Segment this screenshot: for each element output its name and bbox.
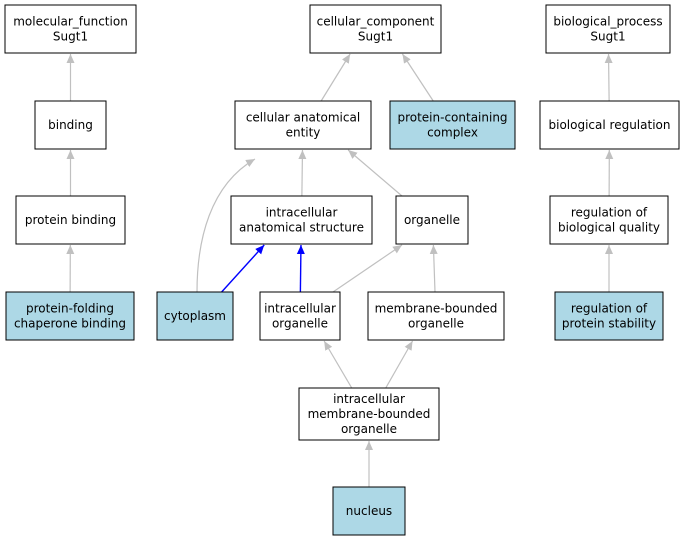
edge-bioreg-to-bp_root xyxy=(604,53,613,102)
node-label: cellular_component xyxy=(317,15,435,29)
node-label: cytoplasm xyxy=(164,309,226,323)
node-box xyxy=(5,291,135,341)
node-label: protein-folding xyxy=(26,302,114,316)
node-label: binding xyxy=(48,118,93,132)
node-box xyxy=(545,4,671,54)
node-box xyxy=(549,195,669,245)
node-label: protein binding xyxy=(25,213,116,227)
node-box xyxy=(298,387,440,441)
node-label: molecular_function xyxy=(13,15,128,29)
edge-cae-to-cc_root xyxy=(320,53,351,102)
node-bioreg[interactable]: biological regulation xyxy=(539,100,680,150)
node-organelle[interactable]: organelle xyxy=(395,195,469,245)
node-label: Sugt1 xyxy=(53,30,88,44)
node-cyto[interactable]: cytoplasm xyxy=(156,291,234,341)
node-label: regulation of xyxy=(571,302,648,316)
node-box xyxy=(234,100,372,150)
node-label: biological_process xyxy=(553,15,662,29)
edge-organelle-to-cae xyxy=(347,149,403,197)
node-label: membrane-bounded xyxy=(375,302,498,316)
edge-ias-to-cae xyxy=(298,149,307,197)
node-label: entity xyxy=(286,126,321,140)
edge-io-to-ias xyxy=(296,244,305,293)
node-nucleus[interactable]: nucleus xyxy=(332,486,406,536)
node-box xyxy=(554,291,664,341)
node-label: chaperone binding xyxy=(14,317,126,331)
node-box xyxy=(230,195,373,245)
node-label: anatomical structure xyxy=(239,221,364,235)
edge-mbo-to-organelle xyxy=(429,244,438,293)
edge-pcc-to-cc_root xyxy=(401,53,434,102)
node-label: organelle xyxy=(341,422,397,436)
node-label: biological regulation xyxy=(549,118,671,132)
node-box xyxy=(332,486,406,536)
node-pbind[interactable]: protein binding xyxy=(15,195,126,245)
node-box xyxy=(34,100,107,150)
node-label: Sugt1 xyxy=(590,30,625,44)
node-label: intracellular xyxy=(264,302,336,316)
node-label: protein stability xyxy=(562,317,656,331)
edge-cyto-to-cae xyxy=(196,158,256,293)
node-label: organelle xyxy=(272,317,328,331)
edges-layer xyxy=(66,53,614,487)
node-box xyxy=(309,4,442,54)
edge-imbo-to-io xyxy=(323,340,353,389)
nodes-layer: molecular_functionSugt1cellular_componen… xyxy=(4,4,680,536)
node-label: membrane-bounded xyxy=(308,407,431,421)
node-box xyxy=(367,291,505,341)
edge-cyto-to-ias xyxy=(221,244,265,293)
node-label: regulation of xyxy=(571,206,648,220)
node-label: protein-containing xyxy=(397,111,507,125)
node-label: intracellular xyxy=(266,206,338,220)
node-box xyxy=(539,100,680,150)
node-box xyxy=(395,195,469,245)
node-label: biological quality xyxy=(558,221,660,235)
node-binding[interactable]: binding xyxy=(34,100,107,150)
node-label: intracellular xyxy=(333,392,405,406)
node-box xyxy=(259,291,341,341)
node-label: organelle xyxy=(404,213,460,227)
edge-io-to-organelle xyxy=(332,244,403,293)
node-box xyxy=(156,291,234,341)
node-label: complex xyxy=(427,126,478,140)
node-label: cellular anatomical xyxy=(246,111,360,125)
node-box xyxy=(15,195,126,245)
node-label: organelle xyxy=(408,317,464,331)
node-label: Sugt1 xyxy=(358,30,393,44)
edge-imbo-to-mbo xyxy=(385,340,414,389)
node-label: nucleus xyxy=(346,504,392,518)
node-box xyxy=(4,4,137,54)
node-box xyxy=(389,100,516,150)
